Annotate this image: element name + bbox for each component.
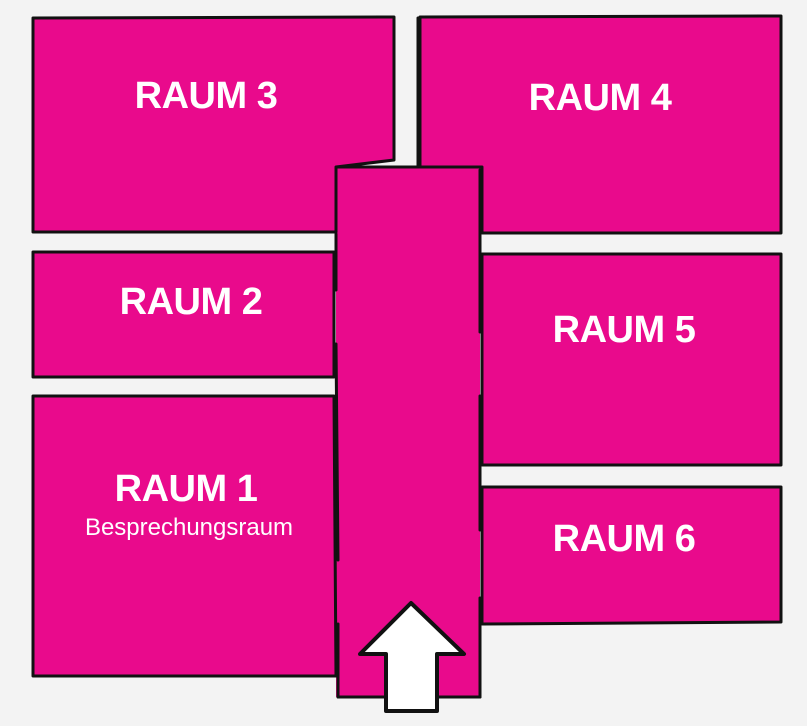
room-2-label: RAUM 2 bbox=[120, 281, 263, 323]
room-3-label: RAUM 3 bbox=[135, 75, 278, 117]
room-4[interactable]: RAUM 4 bbox=[418, 14, 783, 235]
room-5[interactable]: RAUM 5 bbox=[480, 252, 783, 467]
room-5-label: RAUM 5 bbox=[553, 309, 696, 351]
room-6[interactable]: RAUM 6 bbox=[480, 485, 783, 626]
room-2[interactable]: RAUM 2 bbox=[31, 250, 336, 379]
room-1[interactable]: RAUM 1 Besprechungsraum bbox=[31, 394, 338, 678]
room-3[interactable]: RAUM 3 bbox=[31, 15, 396, 234]
arrow-up-icon bbox=[358, 601, 466, 713]
room-4-label: RAUM 4 bbox=[529, 77, 672, 119]
room-1-label: RAUM 1 bbox=[115, 468, 258, 510]
room-1-subtitle: Besprechungsraum bbox=[85, 514, 293, 541]
room-6-label: RAUM 6 bbox=[553, 518, 696, 560]
